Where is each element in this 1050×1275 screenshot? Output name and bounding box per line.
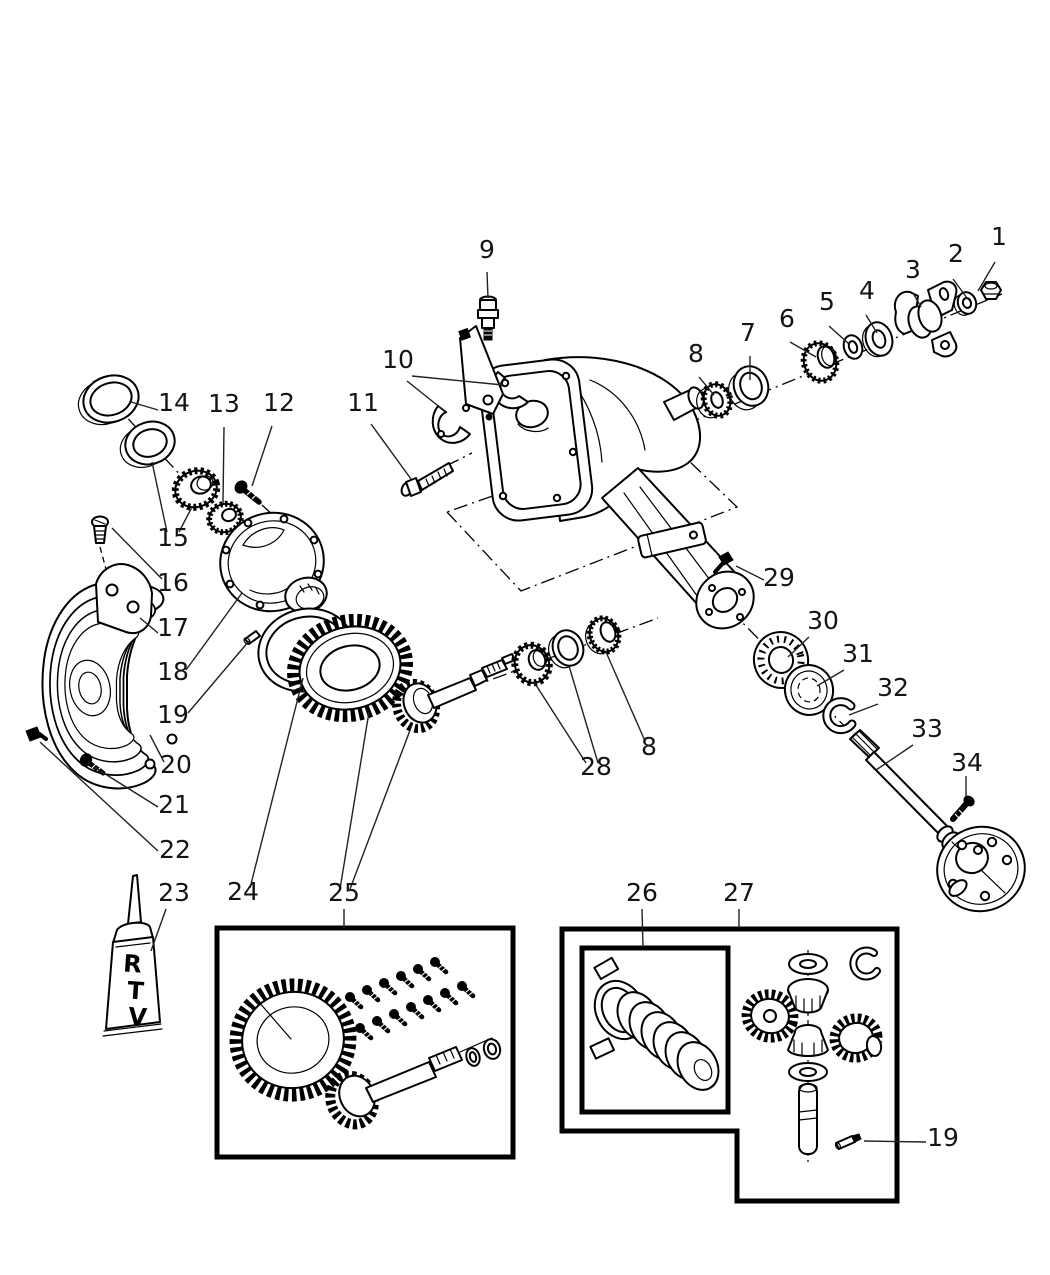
bearing-cup-part-15a: [119, 420, 176, 469]
callout-29: 29: [763, 563, 795, 592]
front-pinion-bearing-part-6: [800, 340, 840, 384]
clutch-kit-box-26: [579, 945, 731, 1115]
bearing-cup-part-14: [77, 374, 140, 426]
callout-33: 33: [911, 714, 943, 743]
leader-lines: [39, 261, 996, 1143]
rtv-letter-r: R: [122, 949, 142, 978]
wheel-stud-part-34: [950, 795, 975, 822]
callout-6: 6: [779, 304, 795, 333]
differential-case-part-18: [219, 511, 328, 614]
slinger-part-4: [861, 321, 894, 358]
callout-20: 20: [160, 750, 192, 779]
cover-bracket-part-17: [95, 563, 153, 635]
side-bearing-part-13: [206, 500, 244, 536]
callout-9: 9: [479, 235, 495, 264]
callout-21: 21: [158, 790, 190, 819]
callout-labels: 1 2 3 4 5 6 7 8 9 10 11 12 13 14 15 16 1…: [157, 222, 1007, 1152]
callout-1: 1: [991, 222, 1007, 251]
callout-4: 4: [859, 276, 875, 305]
callout-3: 3: [905, 255, 921, 284]
washer-part-2: [953, 291, 978, 316]
callout-11: 11: [347, 388, 379, 417]
ring-gear-part: [287, 613, 413, 723]
rtv-tube-part-23: R T V: [102, 874, 163, 1037]
callout-7: 7: [740, 318, 756, 347]
gear-kit-box-25: [214, 925, 516, 1160]
axle-clip-part-32: [822, 697, 857, 735]
collapsible-spacer-part-8: [585, 615, 622, 655]
differential-kit-box-27: [559, 926, 900, 1204]
callout-14: 14: [158, 388, 190, 417]
roll-pin-part-19: [243, 630, 261, 645]
callout-24: 24: [227, 877, 259, 906]
callout-27: 27: [723, 878, 755, 907]
callout-8-front: 8: [688, 339, 704, 368]
roll-pin-kit-part-19: [835, 1133, 862, 1150]
vent-sensor-part-9: [458, 295, 504, 421]
pinion-gear-part: [391, 653, 516, 734]
bearing-cap-part-10a: [431, 404, 471, 444]
callout-22: 22: [159, 835, 191, 864]
callout-5: 5: [819, 287, 835, 316]
callout-30: 30: [807, 606, 839, 635]
callout-8-spacer: 8: [641, 732, 657, 761]
axle-seal-part-31: [783, 664, 835, 716]
callout-23: 23: [158, 878, 190, 907]
callout-28: 28: [580, 752, 612, 781]
callout-34: 34: [951, 748, 983, 777]
callout-19-kit: 19: [927, 1123, 959, 1152]
callout-18: 18: [157, 657, 189, 686]
washer-part-5: [842, 334, 864, 360]
clutch-pack-contents: [589, 956, 720, 1091]
spider-gear-contents: [741, 946, 883, 1162]
callout-25: 25: [328, 878, 360, 907]
pinion-bearing-part-28a: [511, 641, 553, 687]
callout-16: 16: [157, 568, 189, 597]
callout-17: 17: [157, 613, 189, 642]
callout-19-carrier: 19: [157, 700, 189, 729]
kit-bolts: [345, 957, 473, 1038]
bearing-race-part-28b: [548, 629, 585, 669]
callout-2: 2: [948, 239, 964, 268]
kit-pinion: [325, 1037, 502, 1130]
callout-31: 31: [842, 639, 874, 668]
callout-15: 15: [157, 523, 189, 552]
bearing-cap-bolt-part-11: [400, 462, 454, 497]
callout-10: 10: [382, 345, 414, 374]
fill-plug-part-22: [25, 726, 48, 742]
bearing-cup-part-7: [728, 365, 770, 411]
side-bearing-part-15b: [171, 467, 221, 511]
carrier-bolt-part-12: [234, 480, 262, 505]
housing-stud-part-29: [713, 551, 734, 574]
callout-32: 32: [877, 673, 909, 702]
callout-26: 26: [626, 878, 658, 907]
axle-shaft-part-33: [849, 729, 1026, 913]
rtv-letter-v: V: [127, 1002, 148, 1031]
rtv-letter-t: T: [126, 976, 145, 1005]
callout-13: 13: [208, 389, 240, 418]
pinion-yoke-part-3: [894, 280, 958, 358]
pinion-nut-part-1: [980, 281, 1002, 300]
callout-12: 12: [263, 388, 295, 417]
